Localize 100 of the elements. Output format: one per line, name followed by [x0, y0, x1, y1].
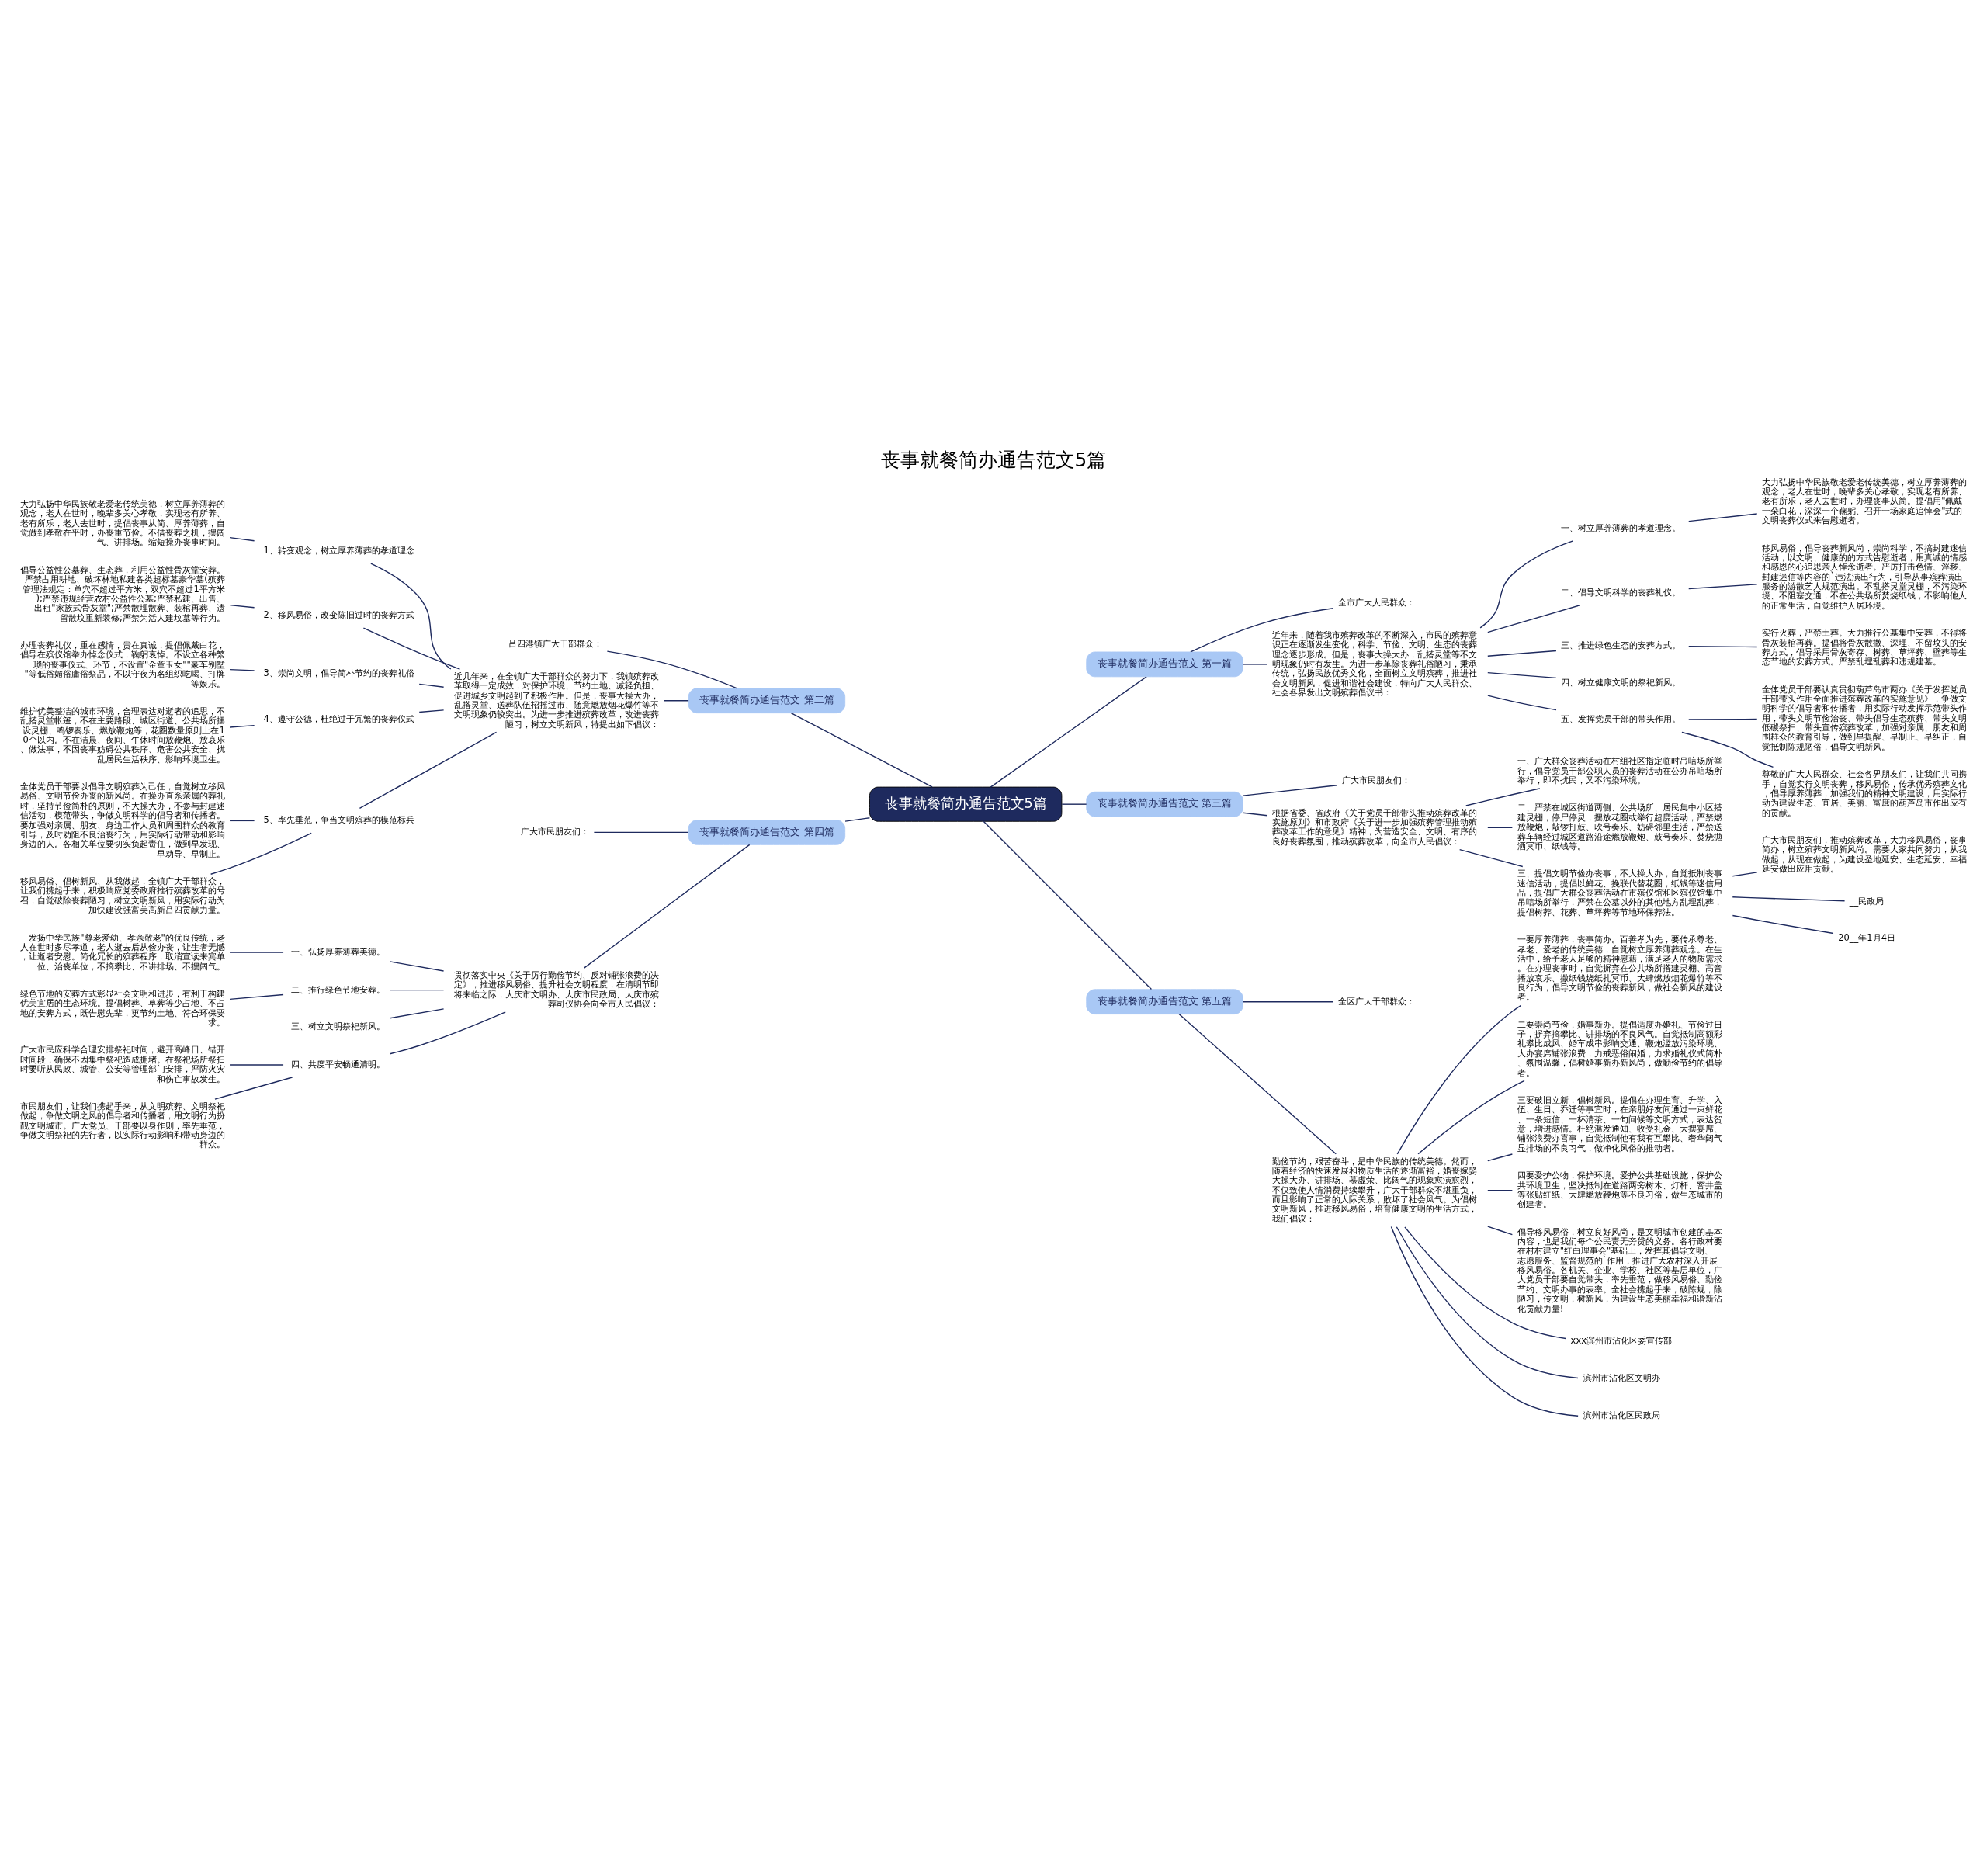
connector: [229, 1064, 284, 1066]
node-text: 近几年来，在全镇广大干部群众的努力下，我镇殡葬改革取得一定成效，对保护环境、节约土地、减轻负担、促进城乡文明起到了积极作用。但是，丧事大操大办，乱搭灵堂、送葬队伍招摇过市、随意燃放烟花爆竹等不文明现象仍较突出。为进一步推进殡葬改革，改进丧葬陋习，树立文明新风，特提出如下倡议：: [454, 670, 660, 730]
connector: [790, 713, 933, 788]
connector: [389, 961, 445, 972]
node-text: 20__年1月4日: [1838, 932, 1895, 944]
connector: [593, 831, 689, 834]
node-text: 5、率先垂范，争当文明殡葬的模范标兵: [263, 814, 414, 826]
node-text: 实行火葬，严禁土葬。大力推行公墓集中安葬，不得将骨灰装棺再葬。提倡将骨灰散撒、深埋、不留坟头的安葬方式，倡导采用骨灰寄存、树葬、草坪葬、壁葬等生态节地的安葬方式。严禁乱埋乱葬和违规建墓。: [1762, 627, 1968, 668]
node-text: 三要破旧立新，倡树新风。提倡在办理生育、升学、入伍、生日、乔迁等事宜时，在亲朋好友间通过一束鲜花、一条短信、一杯清茶、一句问候等文明方式，表达贺意，增进感情。杜绝滥发通知、收受礼金、大摆宴席、铺张浪费办喜事，自觉抵制他有我有互攀比、奢华阔气显排场的不良习气，做净化风俗的推动者。: [1517, 1094, 1722, 1153]
node-text: 4、遵守公德，杜绝过于冗繁的丧葬仪式: [263, 713, 414, 724]
node-text: 一、弘扬厚养薄葬美德。: [291, 946, 386, 958]
connector: [1390, 1226, 1579, 1417]
connector: [370, 563, 452, 670]
connector: [663, 700, 689, 702]
node-text: 根据省委、省政府《关于党员干部带头推动殡葬改革的实施原则》和市政府《关于进一步加强殡葬管理推动殡葬改革工作的意见》精神，为营造安全、文明、有序的良好丧葬氛围，推动殡葬改革，向全市人民倡议：: [1272, 806, 1478, 847]
connector: [1732, 872, 1758, 877]
connector: [1242, 1000, 1334, 1003]
node-text: 四、共度平安畅通清明。: [291, 1058, 386, 1070]
node-box: 丧事就餐简办通告范文 第四篇: [688, 820, 846, 845]
connector: [214, 1077, 293, 1100]
connector: [1404, 1226, 1566, 1340]
node-text: 全体党员干部要认真贯彻葫芦岛市两办《关于发挥党员干部带头作用全面推进殡葬改革的实施意见》，争做文明科学的倡导者和传播者，用实际行动发挥示范带头作用，带头文明节俭治丧、带头倡导生态殡葬、带头文明低碳祭扫、带头宣传殡葬改革，加强对亲属、朋友和周围群众的教育引导，做到早提醒、早制止、早纠正，自觉抵制陈规陋俗，倡导文明新风。: [1762, 683, 1968, 752]
node-text: 二、推行绿色节地安葬。: [291, 983, 386, 995]
node-text: 四要爱护公物，保护环境。爱护公共基础设施，保护公共环境卫生，坚决抵制在道路两旁树木、灯杆、窨井盖等张贴红纸、大肆燃放鞭炮等不良习俗，做生态城市的创建者。: [1517, 1170, 1722, 1210]
connector: [229, 668, 255, 671]
node-text: 全区广大干部群众：: [1338, 995, 1416, 1007]
connector: [1688, 513, 1758, 522]
connector: [1178, 1013, 1337, 1155]
connector: [1396, 1226, 1579, 1379]
connector: [1061, 803, 1087, 805]
node-text: 三、树立文明祭祀新风。: [291, 1021, 386, 1032]
connector: [1242, 785, 1338, 796]
node-text: 全体党员干部要以倡导文明殡葬为己任，自觉树立移风易俗、文明节俭办丧的新风尚。在操办直系亲属的葬礼时，坚持节俭简朴的原则，不大操大办，不参与封建迷信活动，模范带头，争做文明科学的倡导者和传播者。要加强对亲属、朋友、身边工作人员和周围群众的教育引导，及时劝阻不良治丧行为，用实际行动带动和影响身边的人。各相关单位要切实负起责任，做到早发现、早劝导、早制止。: [19, 781, 225, 859]
connector: [1688, 584, 1758, 590]
node-text: 尊敬的广大人民群众、社会各界朋友们，让我们共同携手，自觉实行文明丧葬，移风易俗，传承优秀殡葬文化，倡导厚养薄葬，加强我们的精神文明建设，用实际行动为建设生态、宜居、美丽、富庶的葫芦岛市作出应有的贡献。: [1762, 768, 1968, 818]
node-box: 丧事就餐简办通告范文 第二篇: [688, 688, 846, 714]
connector: [1487, 827, 1514, 828]
node-text: 滨州市沾化区民政局: [1583, 1409, 1660, 1420]
node-text: 市民朋友们，让我们携起手来，从文明殡葬、文明祭祀做起，争做文明之风的倡导者和传播者，用文明行为扮靓文明城市。广大党员、干部要以身作则，率先垂范，争做文明祭祀的先行者，以实际行动影响和带动身边的群众。: [19, 1100, 225, 1150]
connector: [1487, 1226, 1514, 1236]
connector: [1487, 650, 1557, 657]
node-text: 大力弘扬中华民族敬老爱老传统美德，树立厚养薄葬的观念，老人在世时，晚辈多关心孝敬，实现老有所养、老有所乐，老人去世时，办理丧事从简。提倡用"佩戴一朵白花，深深一个鞠躬、召开一场家庭追悼会"式的文明丧葬仪式来告慰逝者。: [1762, 476, 1968, 526]
connector: [990, 676, 1147, 788]
connector: [229, 820, 255, 822]
connector: [1479, 540, 1574, 629]
node-text: 勤俭节约，艰苦奋斗，是中华民族的传统美德。然而，随着经济的快速发展和物质生活的逐渐富裕，婚丧嫁娶大操大办、讲排场、慕虚荣、比阔气的现象愈演愈烈，不仅致使人情消费持续攀升，广大干部群众不堪重负，而且影响了正常的人际关系，败坏了社会风气。为倡树文明新风，推进移风易俗，培育健康文明的生活方式，我们倡议：: [1272, 1155, 1478, 1224]
connector: [362, 627, 461, 670]
node-text: 二、倡导文明科学的丧葬礼仪。: [1561, 587, 1681, 598]
node-box: 丧事就餐简办通告范文5篇: [869, 786, 1063, 822]
node-text: 广大市民应科学合理安排祭祀时间，避开高峰日、错开时间段，确保不因集中祭祀造成拥堵。在祭祀场所祭扫时要听从民政、城管、公安等管理部门安排，严防火灾和伤亡事故发生。: [19, 1044, 225, 1084]
node-text: 贯彻落实中央《关于厉行勤俭节约、反对铺张浪费的决定》，推进移风易俗、提升社会文明程度，在清明节即将来临之际，大庆市文明办、大庆市民政局、大庆市殡葬司仪协会向全市人民倡议：: [454, 969, 660, 1010]
node-text: 绿色节地的安葬方式彰显社会文明和进步，有利于构建优美宜居的生态环境。提倡树葬、草葬等少占地、不占地的安葬方式，既告慰先辈，更节约土地、符合环保要求。: [19, 987, 225, 1028]
node-box: 丧事就餐简办通告范文 第一篇: [1086, 651, 1243, 678]
connector: [1681, 731, 1774, 768]
node-text: 一、树立厚养薄葬的孝道理念。: [1561, 522, 1681, 533]
connector: [1417, 1080, 1525, 1155]
node-text: 倡导移风易俗，树立良好风尚，是文明城市创建的基本内容，也是我们每个公民责无旁贷的义务。各行政村要在村村建立"红白理事会"基础上，发挥其倡导文明、志愿服务、监督规范的`作用，推进广大农村深入开展移风易俗。各机关、企业、学校、社区等基层单位，广大党员干部要自觉带头，率先垂范，做移风易俗、勤俭节约、文明办事的表率。全社会携起手来，破陈规，除陋习，传文明，树新风，为建设生态美丽幸福和谐新沾化贡献力量!: [1517, 1226, 1722, 1314]
node-text: 1、转变观念，树立厚养薄葬的孝道理念: [263, 545, 414, 557]
node-text: 五、发挥党员干部的带头作用。: [1561, 713, 1681, 725]
connector: [229, 993, 284, 1000]
node-text: xxx滨州市沾化区委宣传部: [1570, 1335, 1673, 1347]
node-text: 滨州市沾化区文明办: [1583, 1371, 1660, 1383]
node-text: 倡导公益性公墓葬、生态葬，利用公益性骨灰堂安葬。严禁占用耕地、破坏林地私建各类超标墓豪华墓(殡葬管理法规定：单穴不超过平方米，双穴不超过1平方米);严禁违规经营农村公益性公墓;严禁私建、出售、出租"家族式骨灰堂";严禁散埋散葬、装棺再葬、遗留散坟重新装修;严禁为活人建坟墓等行为。: [19, 563, 225, 623]
connector: [1688, 646, 1758, 648]
connector: [389, 989, 445, 991]
node-text: 3、崇尚文明，倡导简朴节约的丧葬礼俗: [263, 668, 414, 679]
connector: [418, 709, 445, 713]
connector: [389, 1008, 445, 1019]
connector: [418, 683, 445, 688]
node-text: 2、移风易俗，改变陈旧过时的丧葬方式: [263, 609, 414, 621]
node-text: 三、提倡文明节俭办丧事，不大操大办，自觉抵制丧事迷信活动，提倡以鲜花、挽联代替花圈，纸钱等迷信用品，提倡广大群众丧葬活动在市殡仪馆和区殡仪馆集中吊唁场所举行，严禁在公墓以外的其他地方乱埋乱葬，提倡树葬、花葬、草坪葬等节地环保葬法。: [1517, 868, 1722, 917]
node-text: 移风易俗，倡导丧葬新风尚，崇尚科学，不搞封建迷信活动，以文明、健康的的方式告慰逝者，用真诚的情感和感恩的心追思亲人悼念逝者。严厉打击色情、淫秽、封建迷信等内容的`违法演出行为，引导从事殡葬演出服务的游散艺人规范演出。不乱搭灵堂灵棚，不污染环境、不阻塞交通，不在公共场所焚烧纸钱，不影响他人的正常生活，自觉维护人居环境。: [1762, 542, 1968, 611]
node-text: 四、树立健康文明的祭祀新风。: [1561, 676, 1681, 688]
node-text: 全市广大人民群众：: [1338, 597, 1416, 609]
node-text: 大力弘扬中华民族敬老爱老传统美德，树立厚养薄葬的观念，老人在世时，晚辈多关心孝敬，实现老有所养、老有所乐，老人去世时，提倡丧事从简、厚养薄葬，自觉做到孝敬在平时，办丧重节俭。不借丧葬之机，摆阔气、讲排场。缩短操办丧事时间。: [19, 498, 225, 548]
connector: [1487, 671, 1557, 679]
connector: [1458, 848, 1524, 868]
node-text: 广大市民朋友们，推动殡葬改革，大力移风易俗，丧事简办，树立殡葬文明新风尚。需要大家共同努力，从我做起，从现在做起，为建设圣地延安、生态延安、幸福延安做出应用贡献。: [1762, 834, 1968, 875]
connector: [229, 536, 255, 542]
connector: [1242, 664, 1268, 665]
node-text: 广大市民朋友们：: [521, 826, 590, 837]
node-text: 一要厚养薄葬，丧事简办。百善孝为先，要传承尊老、孝老、爱老的传统美德，自觉树立厚养薄葬观念。在生活中，给予老人足够的精神慰藉，满足老人的物质需求。在办理丧事时，自觉摒弃在公共场所搭建灵棚、高音播放哀乐、撒纸钱烧纸扎冥币、大肆燃放烟花爆竹等不良行为，倡导文明节俭的丧葬新风，做社会新风的建设者。: [1517, 934, 1722, 1003]
connector: [229, 604, 255, 609]
node-text: 发扬中华民族"尊老爱幼、孝亲敬老"的优良传统，老人在世时多尽孝道，老人逝去后从俭办丧，让生者无憾，让逝者安慰。简化冗长的殡葬程序，取消宣读来宾单位、治丧单位，不搞攀比、不讲排场、不摆阔气。: [19, 931, 225, 972]
diagram-title: 丧事就餐简办通告范文5篇: [880, 448, 1107, 471]
connector: [1732, 914, 1834, 935]
connector: [1487, 695, 1557, 711]
node-text: 吕四港镇广大干部群众：: [508, 638, 602, 650]
connector: [1465, 788, 1541, 806]
connector: [1242, 812, 1268, 817]
connector: [229, 724, 255, 728]
connector: [844, 817, 871, 822]
node-text: 三、推进绿色生态的安葬方式。: [1561, 640, 1681, 651]
connector: [210, 832, 312, 875]
connector: [1396, 1004, 1522, 1155]
node-text: 移风易俗、倡树新风、从我做起，全镇广大干部群众，让我们携起手来，积极响应党委政府推行殡葬改革的号召，自觉破除丧葬陋习，树立文明新风，用实际行动为加快建设强富美高新吕四贡献力量。: [19, 876, 225, 916]
node-box: 丧事就餐简办通告范文 第三篇: [1086, 791, 1243, 817]
connector: [1190, 608, 1334, 653]
node-text: __民政局: [1849, 895, 1885, 907]
connector: [229, 952, 284, 953]
